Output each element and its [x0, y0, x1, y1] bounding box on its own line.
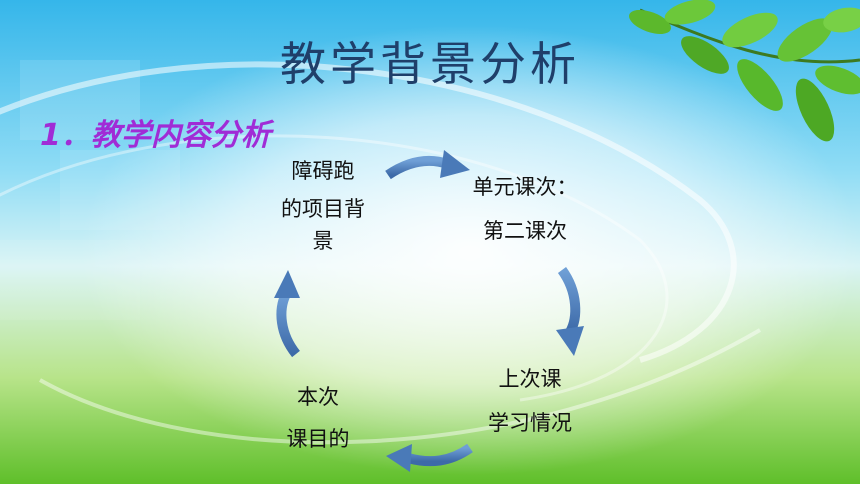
- node-text-line: 的项目背: [281, 197, 365, 221]
- page-title: 教学背景分析: [280, 37, 580, 91]
- node-text-line: 课目的: [286, 427, 350, 451]
- curved-arrow-icon: [385, 150, 470, 180]
- node-text-line: 本次: [297, 385, 339, 409]
- node-text-line: 第二课次: [483, 219, 567, 243]
- section-subtitle: 1．教学内容分析: [40, 118, 271, 153]
- node-text-line: 单元课次：: [472, 175, 578, 199]
- node-text-line: 景: [312, 229, 334, 253]
- node-text-line: 障碍跑: [291, 159, 355, 183]
- cycle-node-lesson-number: 单元课次： 第二课次: [460, 168, 590, 250]
- node-text-line: 上次课: [498, 367, 562, 391]
- cycle-node-background: 障碍跑 的项目背 景: [268, 152, 378, 260]
- curved-arrow-icon: [386, 443, 473, 472]
- node-text-line: 学习情况: [488, 411, 572, 435]
- curved-arrow-icon: [556, 267, 584, 356]
- leaf-branch-icon: [629, 0, 860, 142]
- cycle-node-lesson-goal: 本次 课目的: [268, 378, 368, 458]
- curved-arrow-icon: [274, 270, 301, 358]
- cycle-node-previous-lesson: 上次课 学习情况: [470, 360, 590, 442]
